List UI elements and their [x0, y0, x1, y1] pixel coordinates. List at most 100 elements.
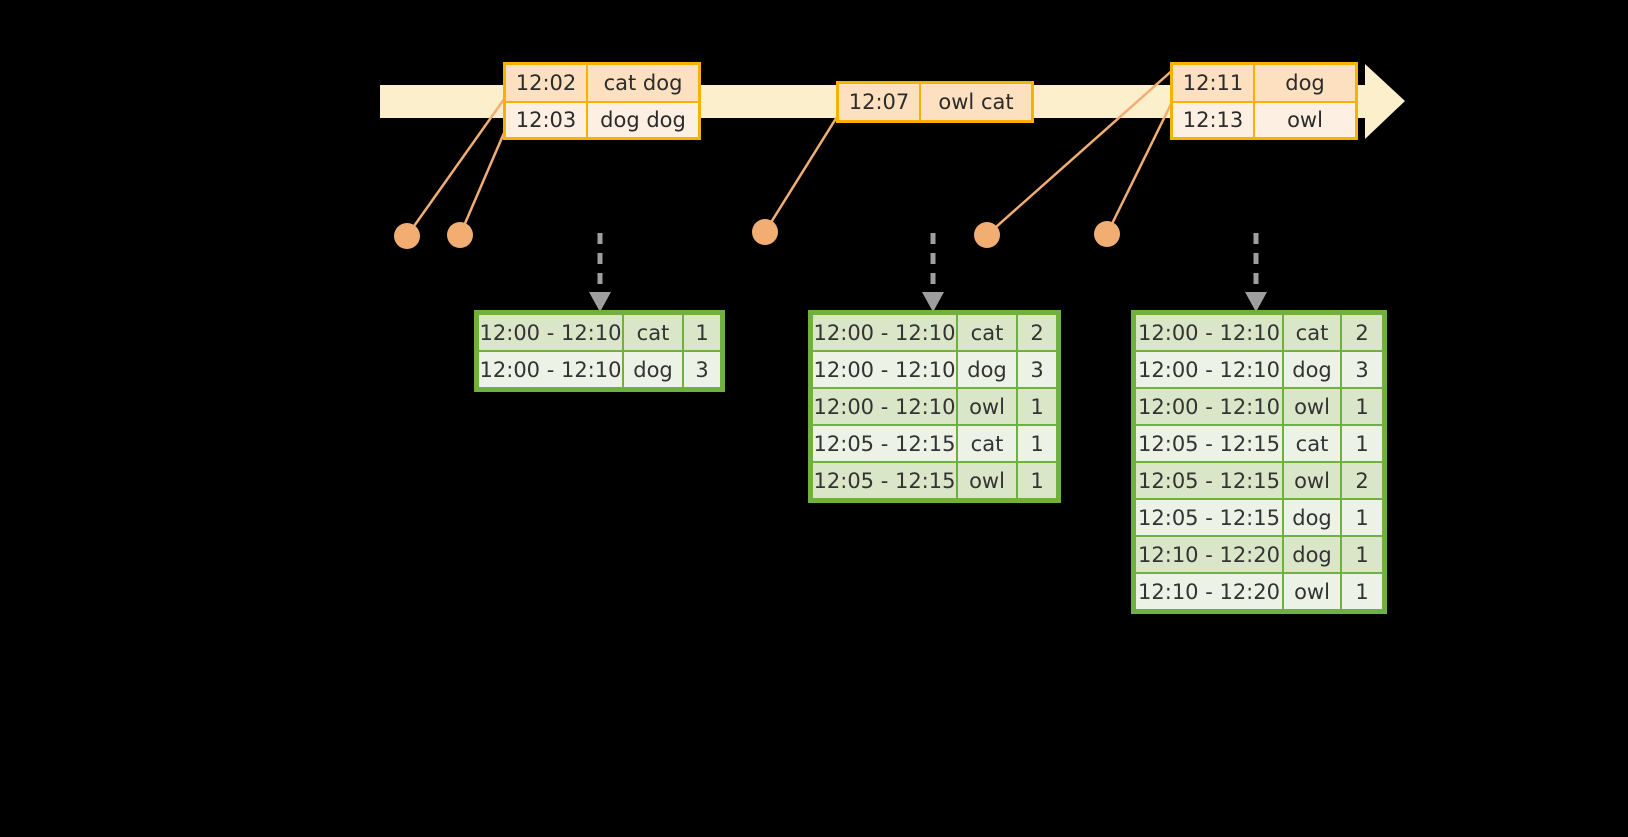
cell-win: 12:00 - 12:10	[812, 388, 957, 425]
cell-key: dog	[1283, 536, 1341, 573]
arrow-head-icon	[922, 292, 944, 312]
event-time: 12:02	[506, 65, 588, 101]
event-time: 12:03	[506, 101, 588, 137]
event-row: 12:13 owl	[1173, 101, 1355, 137]
cell-cnt: 1	[1341, 573, 1383, 610]
cell-win: 12:00 - 12:10	[1135, 314, 1283, 351]
event-marker-dot-3	[752, 219, 778, 245]
event-marker-dot-4	[974, 222, 1000, 248]
cell-cnt: 1	[1341, 388, 1383, 425]
emit-arrow-2	[922, 233, 944, 312]
cell-cnt: 1	[1017, 388, 1057, 425]
event-words: cat dog	[588, 65, 698, 101]
cell-key: cat	[1283, 314, 1341, 351]
event-row: 12:02 cat dog	[506, 65, 698, 101]
cell-key: owl	[957, 388, 1017, 425]
cell-cnt: 2	[1341, 314, 1383, 351]
cell-key: cat	[957, 425, 1017, 462]
cell-win: 12:00 - 12:10	[478, 314, 623, 351]
event-row: 12:11 dog	[1173, 65, 1355, 101]
arrow-head-icon	[589, 292, 611, 312]
event-time: 12:11	[1173, 65, 1255, 101]
cell-key: owl	[1283, 388, 1341, 425]
cell-cnt: 3	[1017, 351, 1057, 388]
connector-lines	[405, 67, 1176, 237]
event-marker-dot-2	[447, 222, 473, 248]
cell-key: dog	[957, 351, 1017, 388]
event-marker-dots	[394, 219, 1120, 249]
cell-cnt: 3	[1341, 351, 1383, 388]
event-row: 12:03 dog dog	[506, 101, 698, 137]
cell-key: cat	[623, 314, 683, 351]
cell-win: 12:00 - 12:10	[1135, 388, 1283, 425]
connector-line-3	[763, 111, 842, 233]
cell-key: dog	[1283, 499, 1341, 536]
cell-cnt: 2	[1017, 314, 1057, 351]
emit-arrows	[589, 233, 1267, 312]
emit-arrow-3	[1245, 233, 1267, 312]
event-marker-dot-5	[1094, 221, 1120, 247]
emit-arrow-1	[589, 233, 611, 312]
cell-key: owl	[1283, 462, 1341, 499]
cell-win: 12:00 - 12:10	[812, 314, 957, 351]
event-words: dog	[1255, 65, 1355, 101]
event-words: owl	[1255, 101, 1355, 137]
cell-win: 12:05 - 12:15	[1135, 462, 1283, 499]
event-words: dog dog	[588, 101, 698, 137]
connector-line-5	[1105, 101, 1174, 235]
cell-key: owl	[957, 462, 1017, 499]
cell-cnt: 1	[1017, 462, 1057, 499]
cell-win: 12:00 - 12:10	[812, 351, 957, 388]
cell-cnt: 1	[1017, 425, 1057, 462]
cell-win: 12:10 - 12:20	[1135, 536, 1283, 573]
cell-win: 12:10 - 12:20	[1135, 573, 1283, 610]
event-box-1[interactable]: 12:02 cat dog 12:03 dog dog	[503, 62, 701, 140]
cell-win: 12:05 - 12:15	[812, 425, 957, 462]
cell-cnt: 1	[1341, 536, 1383, 573]
event-words: owl cat	[921, 84, 1031, 120]
cell-win: 12:05 - 12:15	[1135, 425, 1283, 462]
cell-key: dog	[623, 351, 683, 388]
cell-win: 12:00 - 12:10	[1135, 351, 1283, 388]
cell-key: owl	[1283, 573, 1341, 610]
cell-key: dog	[1283, 351, 1341, 388]
event-box-2[interactable]: 12:07 owl cat	[836, 81, 1034, 123]
cell-cnt: 3	[683, 351, 721, 388]
cell-cnt: 1	[1341, 425, 1383, 462]
event-marker-dot-1	[394, 223, 420, 249]
event-time: 12:07	[839, 84, 921, 120]
connector-line-2	[458, 132, 506, 236]
cell-cnt: 1	[1341, 499, 1383, 536]
cell-cnt: 1	[683, 314, 721, 351]
event-box-3[interactable]: 12:11 dog 12:13 owl	[1170, 62, 1358, 140]
cell-win: 12:05 - 12:15	[812, 462, 957, 499]
cell-key: cat	[1283, 425, 1341, 462]
connector-line-4	[986, 67, 1176, 236]
event-row: 12:07 owl cat	[839, 84, 1031, 120]
cell-cnt: 2	[1341, 462, 1383, 499]
arrow-head-icon	[1245, 292, 1267, 312]
connector-line-1	[405, 94, 509, 237]
cell-key: cat	[957, 314, 1017, 351]
cell-win: 12:05 - 12:15	[1135, 499, 1283, 536]
cell-win: 12:00 - 12:10	[478, 351, 623, 388]
